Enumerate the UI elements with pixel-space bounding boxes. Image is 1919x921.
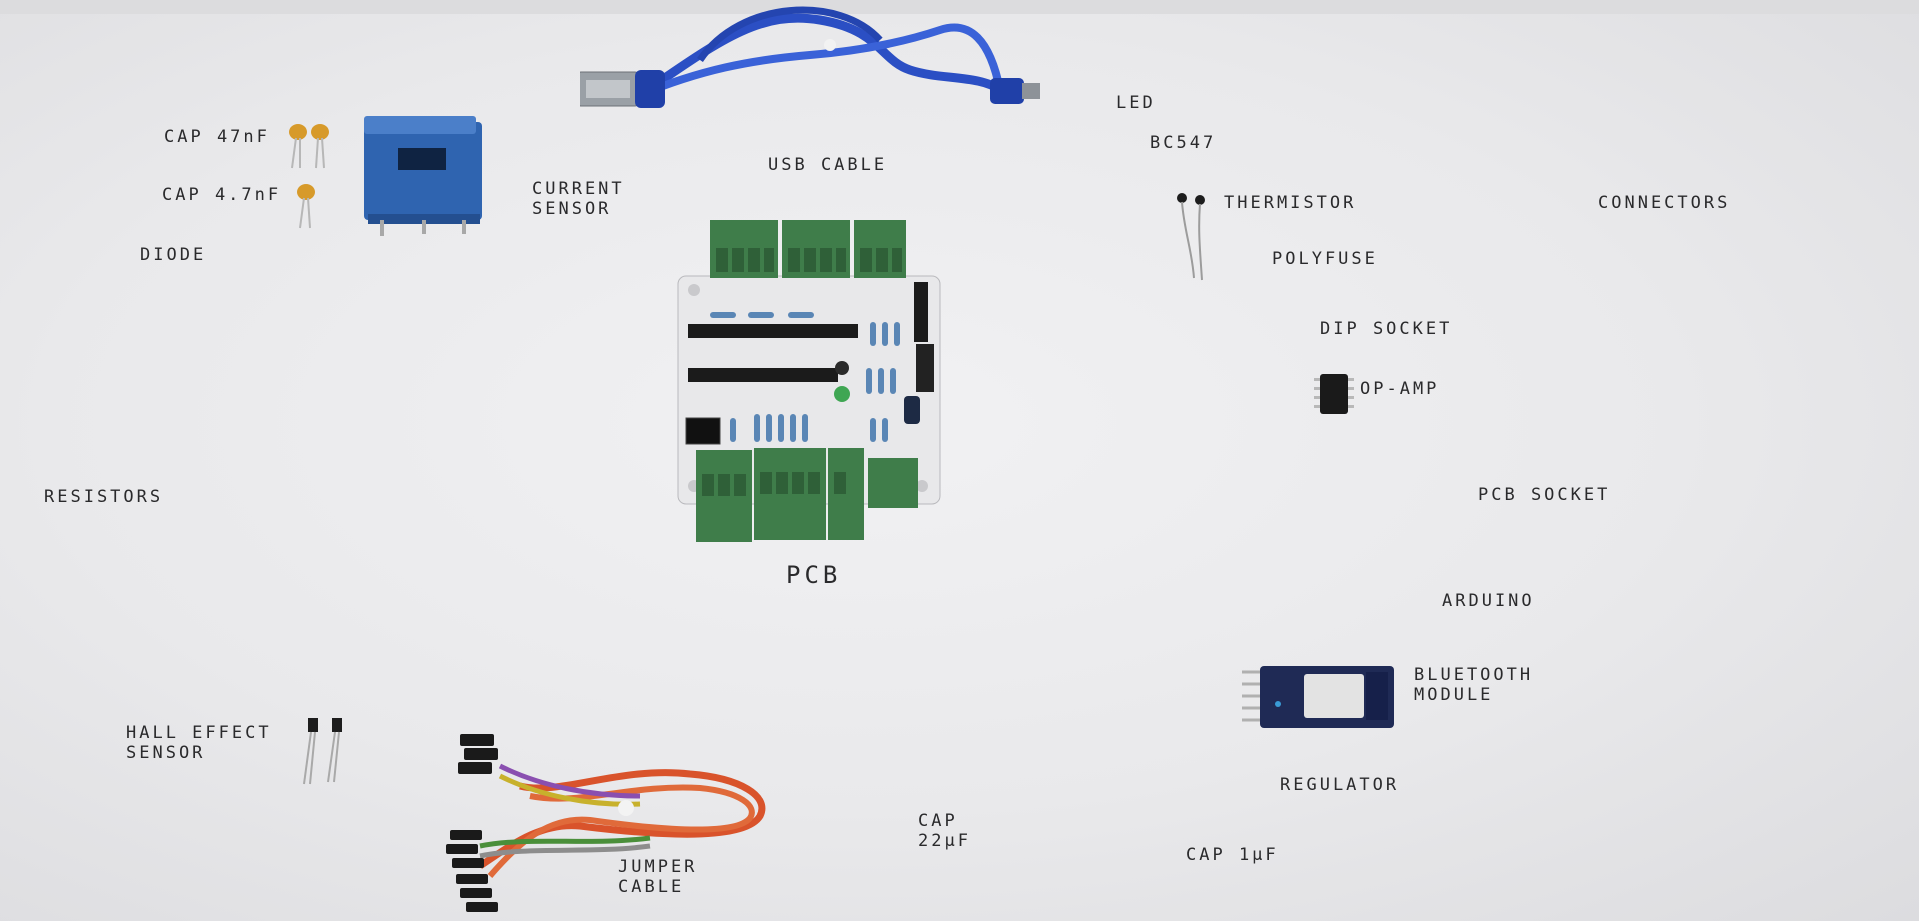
usb-cable: [580, 6, 1040, 108]
label-cap-22uf: CAP 22µF: [918, 811, 971, 851]
label-op-amp: OP-AMP: [1360, 379, 1440, 399]
white-paper-background: [0, 14, 1919, 921]
label-arduino: ARDUINO: [1442, 591, 1535, 611]
label-dip-socket: DIP SOCKET: [1320, 319, 1453, 339]
label-pcb: PCB: [786, 561, 842, 589]
current-sensor-module: [364, 116, 482, 236]
op-amp-chip: [1314, 374, 1354, 414]
label-led: LED: [1116, 93, 1156, 113]
jumper-cable-bundle: [446, 734, 766, 912]
label-diode: DIODE: [140, 245, 207, 265]
label-regulator: REGULATOR: [1280, 775, 1400, 795]
bluetooth-module: [1242, 666, 1394, 728]
label-polyfuse: POLYFUSE: [1272, 249, 1378, 269]
label-cap-4-7nf: CAP 4.7nF: [162, 185, 282, 205]
label-hall-effect-sensor: HALL EFFECT SENSOR: [126, 723, 272, 763]
hall-effect-sensors: [303, 718, 342, 785]
ceramic-capacitors-47nf: [289, 124, 329, 169]
label-thermistor: THERMISTOR: [1224, 193, 1357, 213]
label-connectors: CONNECTORS: [1598, 193, 1731, 213]
label-resistors: RESISTORS: [44, 487, 164, 507]
ceramic-capacitor-4-7nf: [297, 184, 315, 229]
label-cap-47nf: CAP 47nF: [164, 127, 270, 147]
label-jumper-cable: JUMPER CABLE: [618, 857, 698, 897]
label-cap-1uf: CAP 1µF: [1186, 845, 1279, 865]
label-bluetooth-module: BLUETOOTH MODULE: [1414, 665, 1534, 705]
pcb-board: [677, 220, 941, 542]
label-pcb-socket: PCB SOCKET: [1478, 485, 1611, 505]
thermistor: [1177, 193, 1205, 281]
label-usb-cable: USB CABLE: [768, 155, 888, 175]
label-bc547: BC547: [1150, 133, 1217, 153]
label-current-sensor: CURRENT SENSOR: [532, 179, 625, 219]
